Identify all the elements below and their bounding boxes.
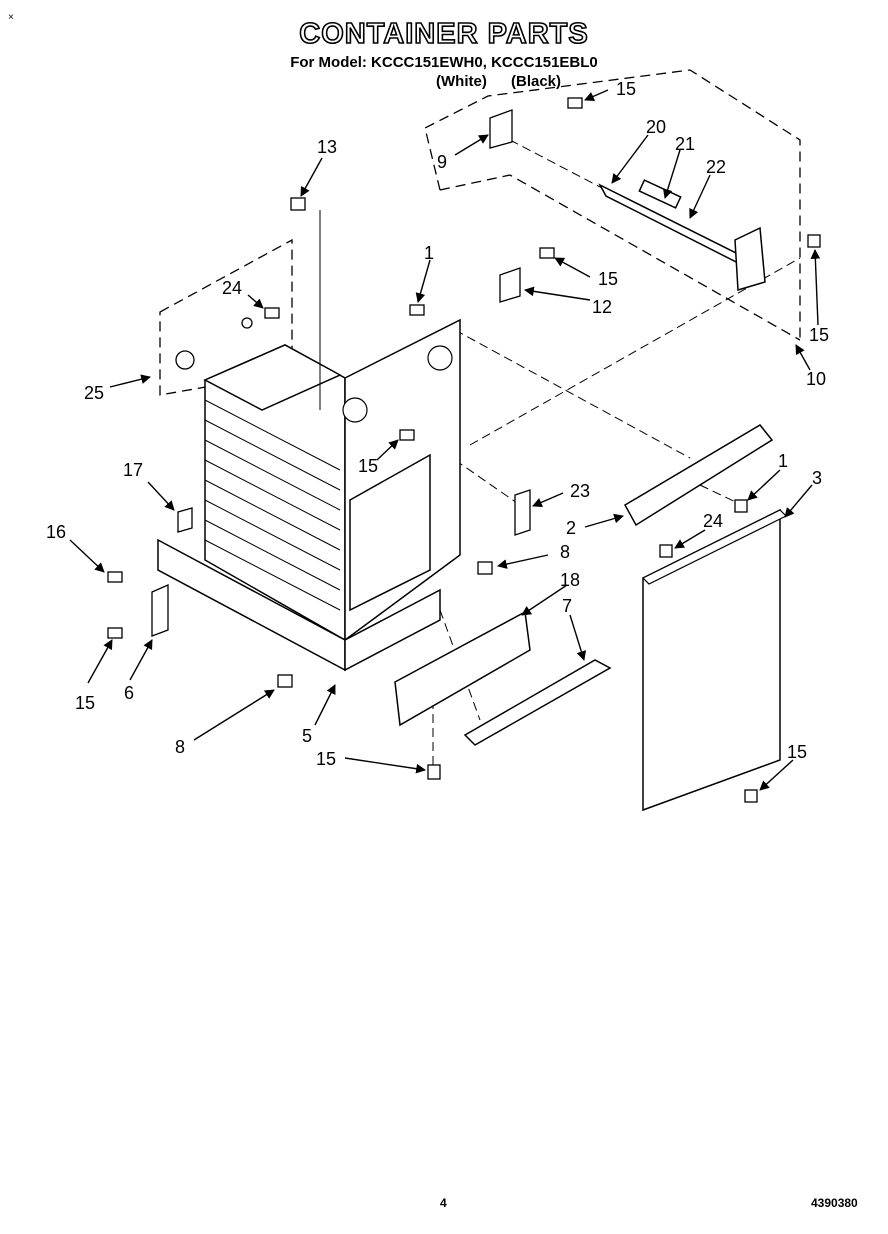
- cabinet-body: [157, 318, 461, 672]
- group-outline-25: [159, 238, 293, 396]
- callout-label: 17: [123, 460, 143, 480]
- variant-white: (White): [436, 73, 487, 90]
- screw-15-c: [807, 234, 821, 248]
- screw-13: [290, 197, 306, 211]
- hinge-bar-assembly: [598, 179, 766, 291]
- cabinet-window: [349, 453, 431, 612]
- bracket-23: [514, 489, 531, 536]
- callout-label: 6: [124, 683, 134, 703]
- callout-label: 1: [424, 243, 434, 263]
- page-number: 4: [440, 1196, 447, 1210]
- callout-label: 15: [316, 749, 336, 769]
- page-title: CONTAINER PARTS: [298, 17, 589, 51]
- variant-black: (Black): [511, 73, 562, 90]
- callout-label: 15: [809, 325, 829, 345]
- callout-label: 8: [175, 737, 185, 757]
- clip-17: [177, 507, 193, 533]
- callout-label: 15: [358, 456, 378, 476]
- bracket-12: [499, 267, 521, 303]
- callout-label: 21: [675, 134, 695, 154]
- bumper-25: [175, 350, 195, 370]
- callout-label: 3: [812, 468, 822, 488]
- callout-label: 15: [598, 269, 618, 289]
- screw-24-b: [659, 544, 673, 558]
- callout-label: 9: [437, 152, 447, 172]
- callout-label: 18: [560, 570, 580, 590]
- callout-label: 5: [302, 726, 312, 746]
- hardware-parts: [107, 97, 821, 803]
- callout-arrows: [69, 89, 821, 791]
- hinge-bracket: [734, 226, 766, 291]
- callout-label: 25: [84, 383, 104, 403]
- bracket-6: [151, 584, 169, 637]
- screw-1: [409, 304, 425, 316]
- screw-15-b: [567, 97, 583, 109]
- model-line: For Model: KCCC151EWH0, KCCC151EBL0: [290, 54, 598, 71]
- leveler-8-b: [277, 674, 293, 688]
- top-trim-2: [623, 424, 774, 527]
- callout-label: 13: [317, 137, 337, 157]
- callout-label: 15: [787, 742, 807, 762]
- spring-21: [638, 179, 682, 209]
- screw-15-g: [744, 789, 758, 803]
- callout-label: 20: [646, 117, 666, 137]
- callout-label: 2: [566, 518, 576, 538]
- document-number: 4390380: [811, 1196, 858, 1210]
- callout-label: 23: [570, 481, 590, 501]
- group-outline-10-bottom: [439, 174, 801, 341]
- group-outlines: [159, 69, 801, 396]
- callout-label: 15: [616, 79, 636, 99]
- screw-24: [264, 307, 280, 319]
- toe-grille-7: [463, 659, 612, 746]
- callout-label: 15: [75, 693, 95, 713]
- washer-24: [241, 317, 253, 329]
- screw-1-b: [734, 499, 748, 513]
- callout-label: 24: [222, 278, 242, 298]
- kick-plate-18: [394, 610, 531, 727]
- leveler-8-a: [477, 561, 493, 575]
- screw-15-f: [427, 764, 441, 780]
- callout-label: 12: [592, 297, 612, 317]
- cabinet-ribs: [204, 210, 341, 611]
- corner-mark: ×: [8, 12, 14, 23]
- screw-16: [107, 571, 123, 583]
- base-rail-side: [344, 588, 441, 672]
- callout-label: 22: [706, 157, 726, 177]
- callout-label: 1: [778, 451, 788, 471]
- callout-label: 16: [46, 522, 66, 542]
- screw-15-a: [539, 247, 555, 259]
- callout-label: 10: [806, 369, 826, 389]
- bracket-9: [489, 109, 513, 149]
- screw-15-d: [399, 429, 415, 441]
- screw-15-e: [107, 627, 123, 639]
- callout-label: 24: [703, 511, 723, 531]
- cabinet-top-opening: [203, 344, 342, 411]
- group-outline-10-top: [424, 69, 801, 340]
- cabinet-holes: [342, 345, 453, 423]
- callout-label: 8: [560, 542, 570, 562]
- callout-label: 7: [562, 596, 572, 616]
